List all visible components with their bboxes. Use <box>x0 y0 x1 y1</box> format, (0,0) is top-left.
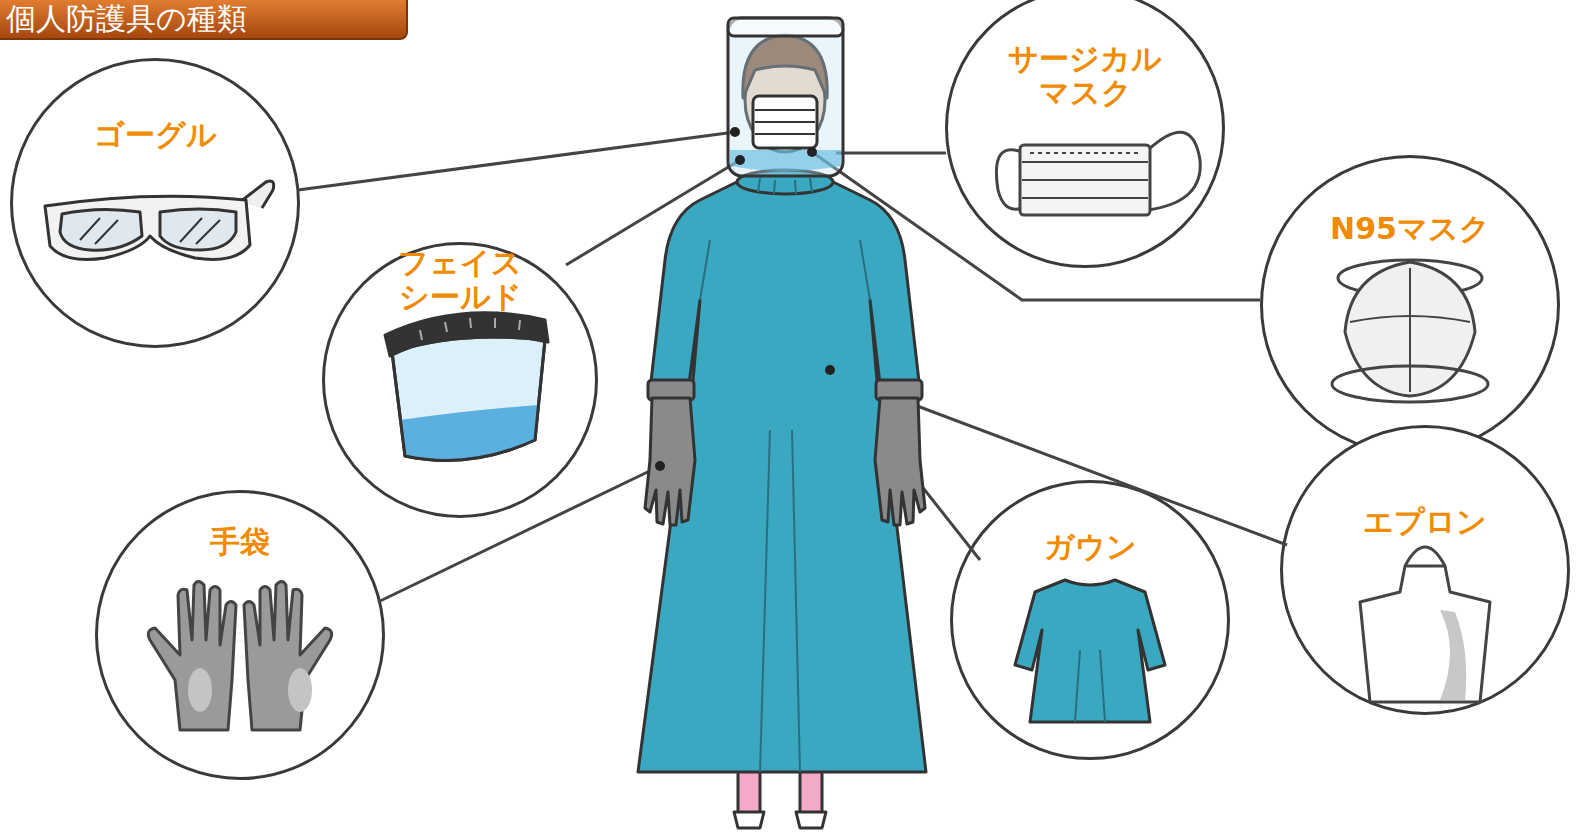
surgical-mask-illustration <box>1020 145 1150 215</box>
leader-dot <box>825 365 835 375</box>
person-illustration <box>745 48 825 152</box>
person-illustration <box>737 170 833 194</box>
surgical-mask-illustration <box>1022 162 1148 198</box>
item-label: ガウン <box>990 530 1190 564</box>
goggles-illustration <box>80 218 220 244</box>
leader-line <box>880 392 1287 545</box>
n95-mask-illustration <box>1338 260 1482 296</box>
person-illustration <box>728 18 843 36</box>
item-circle: ガウン <box>950 480 1230 760</box>
n95-mask-illustration <box>1332 260 1488 402</box>
leader-dot <box>807 147 817 157</box>
person-illustration <box>638 178 926 772</box>
item-circle: N95マスク <box>1260 155 1560 455</box>
n95-mask-illustration <box>1345 262 1475 396</box>
person-illustration <box>734 812 764 828</box>
goggles-illustration <box>60 209 142 250</box>
person-illustration <box>753 96 817 148</box>
gown-illustration <box>1075 650 1105 722</box>
gloves-illustration <box>288 668 312 712</box>
item-label: サージカル マスク <box>1000 42 1170 110</box>
person-illustration <box>875 398 925 525</box>
face-shield-illustration <box>385 313 548 461</box>
apron-illustration <box>1405 547 1445 566</box>
person-illustration <box>645 398 695 525</box>
face-shield-illustration <box>400 405 538 460</box>
n95-mask-illustration <box>1409 268 1411 392</box>
person-illustration <box>700 240 870 772</box>
leader-line <box>830 370 880 440</box>
person-illustration <box>755 110 815 134</box>
surgical-mask-illustration <box>996 150 1022 210</box>
leader-line <box>566 160 740 265</box>
item-circle: 手袋 <box>95 490 385 780</box>
item-circle: サージカル マスク <box>945 0 1225 268</box>
surgical-mask-illustration <box>996 132 1200 215</box>
gloves-illustration <box>244 582 332 731</box>
person-illustration <box>876 380 922 400</box>
surgical-mask-illustration <box>1030 152 1140 154</box>
leader-line <box>830 370 980 560</box>
item-label: フェイス シールド <box>375 246 545 314</box>
leader-line <box>378 466 660 602</box>
person-illustration <box>648 380 694 400</box>
leader-line <box>836 152 946 155</box>
title-banner: 個人防護具の種類 <box>0 0 408 40</box>
gloves-illustration <box>188 668 212 712</box>
face-shield-illustration <box>385 313 548 356</box>
goggles-illustration <box>240 181 274 208</box>
goggles-illustration <box>160 209 236 250</box>
surgical-mask-illustration <box>1148 132 1200 210</box>
person-illustration <box>796 812 826 828</box>
face-shield-illustration <box>420 318 520 340</box>
n95-mask-illustration <box>1332 366 1488 402</box>
n95-mask-illustration <box>1350 316 1470 322</box>
person-illustration <box>758 178 812 194</box>
apron-illustration <box>1360 547 1490 702</box>
item-circle: エプロン <box>1280 425 1570 715</box>
leader-dot <box>655 461 665 471</box>
goggles-illustration <box>45 181 274 260</box>
face-shield-illustration <box>392 337 545 461</box>
item-circle: ゴーグル <box>10 58 300 348</box>
item-label: N95マスク <box>1280 212 1540 246</box>
leader-line <box>298 132 735 190</box>
leader-dot <box>730 127 740 137</box>
person-illustration <box>738 768 760 814</box>
item-label: エプロン <box>1315 505 1535 539</box>
gloves-illustration <box>148 582 236 731</box>
item-label: 手袋 <box>140 525 340 559</box>
gown-illustration <box>1015 580 1165 722</box>
goggles-illustration <box>45 196 250 259</box>
face-shield-illustration <box>392 337 545 461</box>
gown-illustration <box>1015 580 1165 722</box>
item-label: ゴーグル <box>25 118 285 152</box>
person-illustration <box>638 18 926 828</box>
apron-illustration <box>1360 566 1490 702</box>
leader-dot <box>735 155 745 165</box>
leader-dot <box>655 127 835 471</box>
apron-illustration <box>1440 610 1466 700</box>
leader-line <box>812 152 1260 300</box>
person-illustration <box>800 768 822 814</box>
gloves-illustration <box>148 582 331 731</box>
title-text: 個人防護具の種類 <box>0 1 247 37</box>
item-circle: フェイス シールド <box>322 242 598 518</box>
person-illustration <box>730 150 841 171</box>
person-illustration <box>728 18 843 176</box>
person-illustration <box>743 35 827 98</box>
leader-line <box>298 132 1287 602</box>
